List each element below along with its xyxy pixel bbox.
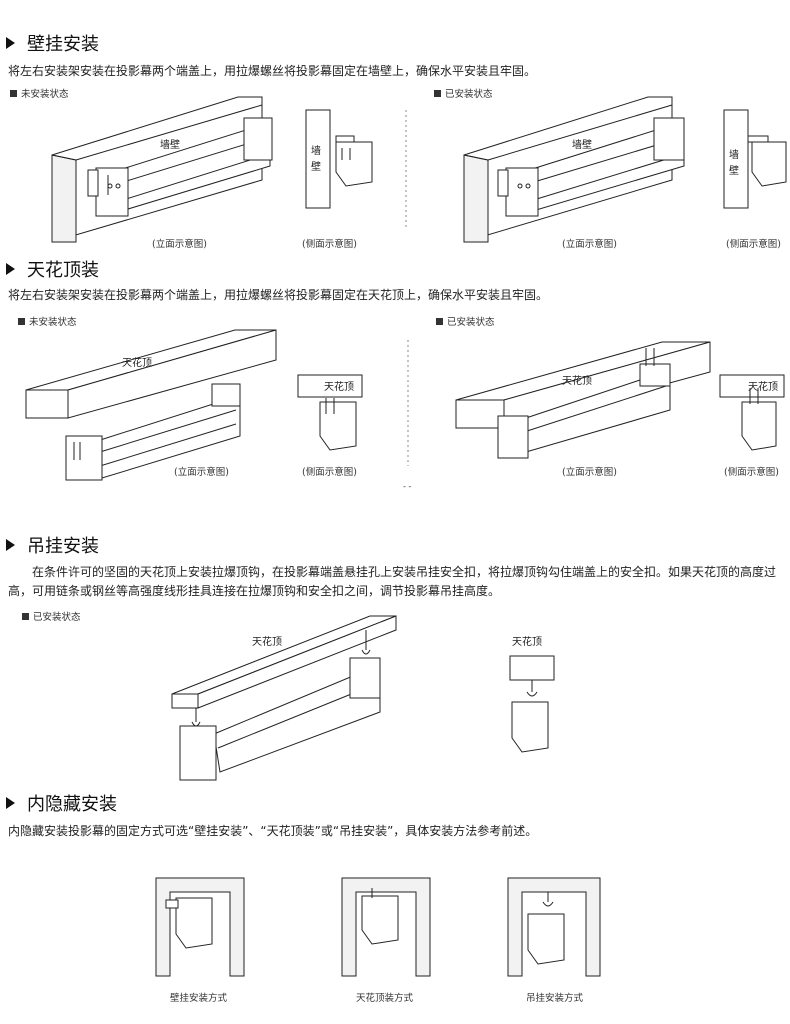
state-label-after: 已安装状态 <box>22 609 81 623</box>
ceiling-label: 天花顶 <box>122 358 152 369</box>
ceiling-label: 天花顶 <box>252 637 282 648</box>
square-bullet-icon <box>436 318 443 325</box>
section-desc-wall: 将左右安装架安装在投影幕两个端盖上，用拉爆螺丝将投影幕固定在墙壁上，确保水平安装… <box>8 64 537 78</box>
state-label-before: 未安装状态 <box>18 314 77 328</box>
side-wall-label: 壁 <box>311 162 321 173</box>
ceiling-side-after-drawing <box>719 374 785 451</box>
section-desc-hanging: 在条件许可的坚固的天花顶上安装拉爆顶钩，在投影幕端盖悬挂孔上安装吊挂安全扣，将拉… <box>8 565 777 598</box>
side-view-caption: (侧面示意图) <box>724 467 779 478</box>
wall-label: 墙壁 <box>572 140 592 151</box>
hidden-caption-ceiling: 天花顶装方式 <box>356 993 414 1004</box>
wall-front-after-drawing <box>463 96 685 243</box>
section-desc-hidden: 内隐藏安装投影幕的固定方式可选“壁挂安装”、“天花顶装”或“吊挂安装”，具体安装… <box>8 824 538 838</box>
square-bullet-icon <box>10 90 17 97</box>
wall-side-after-drawing <box>723 109 787 209</box>
side-wall-label: 壁 <box>729 166 739 177</box>
square-bullet-icon <box>18 318 25 325</box>
side-ceiling-label: 天花顶 <box>324 382 354 393</box>
hanging-front-drawing <box>171 615 397 781</box>
state-label-after: 已安装状态 <box>434 86 493 100</box>
wall-side-before-drawing <box>305 109 373 209</box>
hanging-side-drawing <box>509 655 555 753</box>
triangle-bullet-icon <box>6 263 15 275</box>
section-title-hidden: 内隐藏安装 <box>6 790 117 816</box>
side-ceiling-label: 天花顶 <box>748 382 778 393</box>
hidden-caption-hanging: 吊挂安装方式 <box>526 993 584 1004</box>
state-label-before: 未安装状态 <box>10 86 69 100</box>
side-wall-label: 墙 <box>729 150 739 161</box>
hidden-caption-wall: 壁挂安装方式 <box>170 993 228 1004</box>
state-label-after: 已安装状态 <box>436 314 495 328</box>
wall-label: 墙壁 <box>160 140 180 151</box>
side-view-caption: (侧面示意图) <box>302 239 357 250</box>
side-view-caption: (侧面示意图) <box>726 239 781 250</box>
front-view-caption: (立面示意图) <box>562 467 617 478</box>
ceiling-side-before-drawing <box>297 374 363 451</box>
triangle-bullet-icon <box>6 37 15 49</box>
side-wall-label: 墙 <box>311 146 321 157</box>
side-view-caption: (侧面示意图) <box>302 467 357 478</box>
hidden-ceiling-drawing <box>341 877 431 977</box>
ceiling-label: 天花顶 <box>562 376 592 387</box>
section-title-hanging: 吊挂安装 <box>6 532 99 558</box>
section-title-ceiling: 天花顶装 <box>6 256 99 282</box>
ceiling-front-after-drawing <box>455 341 711 459</box>
section-desc-ceiling: 将左右安装架安装在投影幕两个端盖上，用拉爆螺丝将投影幕固定在天花顶上，确保水平安… <box>8 288 549 302</box>
square-bullet-icon <box>434 90 441 97</box>
side-ceiling-label: 天花顶 <box>512 637 542 648</box>
section-title-wall: 壁挂安装 <box>6 30 99 56</box>
front-view-caption: (立面示意图) <box>174 467 229 478</box>
front-view-caption: (立面示意图) <box>152 239 207 250</box>
triangle-bullet-icon <box>6 797 15 809</box>
page-marker: - - <box>403 482 412 491</box>
front-view-caption: (立面示意图) <box>562 239 617 250</box>
wall-front-before-drawing <box>51 96 273 243</box>
hidden-hanging-drawing <box>507 877 601 977</box>
hidden-wall-drawing <box>155 877 245 977</box>
square-bullet-icon <box>22 613 29 620</box>
ceiling-front-before-drawing <box>25 329 277 481</box>
triangle-bullet-icon <box>6 539 15 551</box>
